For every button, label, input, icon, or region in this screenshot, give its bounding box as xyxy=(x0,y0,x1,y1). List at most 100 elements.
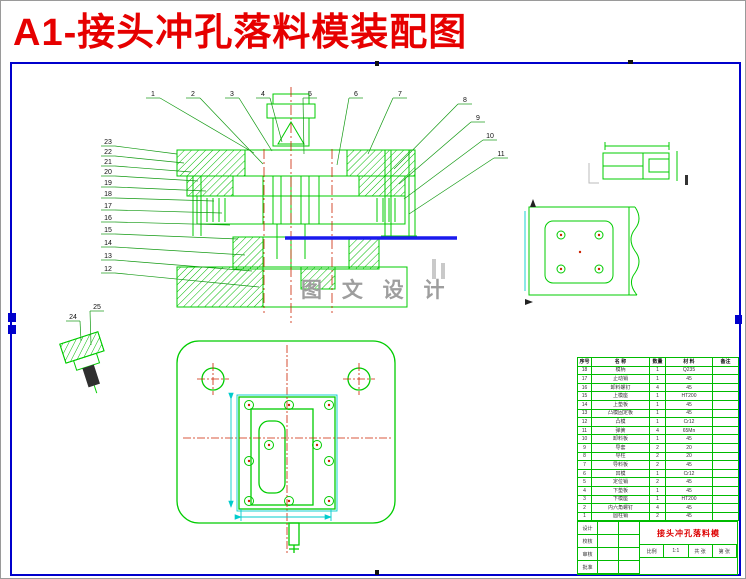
bom-cell: 导柱 xyxy=(591,451,650,462)
main-assembly-section-view xyxy=(176,93,417,308)
centering-mark-top xyxy=(628,60,633,64)
part-callout-number: 15 xyxy=(104,227,112,234)
centering-mark-bottom xyxy=(375,570,379,575)
bom-cell: 45 xyxy=(665,374,713,384)
bom-cell: 3 xyxy=(577,494,592,505)
bom-cell: 14 xyxy=(577,399,592,410)
bom-cell: 45 xyxy=(665,477,713,487)
callout-leader-line xyxy=(114,186,207,192)
centerlines xyxy=(263,87,333,323)
bom-cell: 导料板 xyxy=(591,460,650,470)
bom-cell: 15 xyxy=(577,391,592,401)
part-callout-number: 11 xyxy=(497,151,504,158)
part-callout-number: 22 xyxy=(104,149,112,156)
callout-leader-line xyxy=(159,97,255,154)
callout-leader-line xyxy=(114,197,215,202)
part-callout-number: 16 xyxy=(104,215,112,222)
detail-hole-centers xyxy=(559,233,601,271)
sheet-label: 共 张 xyxy=(689,545,713,557)
bom-cell xyxy=(712,374,739,384)
bom-cell: 1 xyxy=(649,485,666,496)
bom-cell xyxy=(712,391,739,401)
bom-cell: 材 料 xyxy=(665,357,713,367)
bom-cell xyxy=(712,485,739,496)
break-mark xyxy=(685,175,688,185)
spring-coils xyxy=(206,198,226,222)
part-callout-number: 24 xyxy=(69,314,77,321)
bom-cell: 1 xyxy=(649,374,666,384)
spring-coils xyxy=(376,198,396,222)
bom-cell: 8 xyxy=(577,451,592,462)
bom-cell: 45 xyxy=(665,434,713,444)
callout-leader-line xyxy=(114,175,199,182)
bom-cell: 卸料螺钉 xyxy=(591,382,650,393)
bom-cell: 2 xyxy=(649,511,666,522)
part-callout-number: 5 xyxy=(308,91,312,98)
part-callout-number: 19 xyxy=(104,180,112,187)
title-block-main: 接头冲孔落料模 比例 1:1 共 张 第 张 xyxy=(640,522,737,574)
callout-leader-line xyxy=(238,97,273,152)
bom-cell: 45 xyxy=(665,503,713,513)
bom-cell: 4 xyxy=(649,425,666,436)
bom-cell: 6 xyxy=(577,468,592,479)
bom-cell xyxy=(712,460,739,470)
bom-cell xyxy=(712,477,739,487)
part-callout-number: 23 xyxy=(104,139,112,146)
bom-cell: 内六角螺钉 xyxy=(591,503,650,513)
title-block-drawing-name: 接头冲孔落料模 xyxy=(640,522,737,545)
part-callout-number: 9 xyxy=(476,115,480,122)
bom-cell: 数量 xyxy=(649,357,666,367)
title-block-blank-cell xyxy=(598,561,619,574)
bom-cell: HT200 xyxy=(665,494,713,505)
die-plate-plan-view xyxy=(176,340,396,553)
bom-cell: 1 xyxy=(649,417,666,427)
bom-cell xyxy=(712,408,739,419)
callout-leader-line xyxy=(79,320,82,342)
part-callout-number: 4 xyxy=(261,91,265,98)
callout-leader-line xyxy=(114,259,253,272)
bom-cell: 1 xyxy=(649,494,666,505)
gray-marks xyxy=(432,259,445,279)
bom-cell: Cr12 xyxy=(665,417,713,427)
bom-cell: 卸料板 xyxy=(591,434,650,444)
bom-cell: 7 xyxy=(577,460,592,470)
callout-leader-line xyxy=(114,155,185,164)
title-block-empty-cell xyxy=(640,558,737,574)
callout-leader-line xyxy=(89,310,92,346)
callout-leader-line xyxy=(114,145,178,155)
bom-cell: 下模座 xyxy=(591,494,650,505)
part-callout-number: 2 xyxy=(191,91,195,98)
title-block-blank-cell xyxy=(619,535,640,548)
callout-leader-line xyxy=(403,139,484,200)
part-callout-number: 20 xyxy=(104,169,112,176)
callout-leader-line xyxy=(269,97,283,143)
watermark-text: 图 文 设 计 xyxy=(301,278,452,302)
bom-cell: 凸模 xyxy=(591,417,650,427)
bom-cell: 45 xyxy=(665,511,713,522)
sheet-frame xyxy=(8,60,742,576)
callout-leader-line xyxy=(336,97,350,166)
part-callout-number: 8 xyxy=(463,97,467,104)
bom-cell: 序号 xyxy=(577,357,592,367)
callout-leader-line xyxy=(393,103,459,170)
title-block-label: 审核 xyxy=(578,548,598,561)
bom-cell: 备注 xyxy=(712,357,739,367)
title-block: 设计 校核 审核 批准 接头冲孔落料模 比例 1:1 共 张 第 张 xyxy=(577,521,738,575)
title-block-label: 校核 xyxy=(578,535,598,548)
locating-pin xyxy=(288,522,300,546)
part-callout-number: 18 xyxy=(104,191,112,198)
bom-cell: 1 xyxy=(649,434,666,444)
